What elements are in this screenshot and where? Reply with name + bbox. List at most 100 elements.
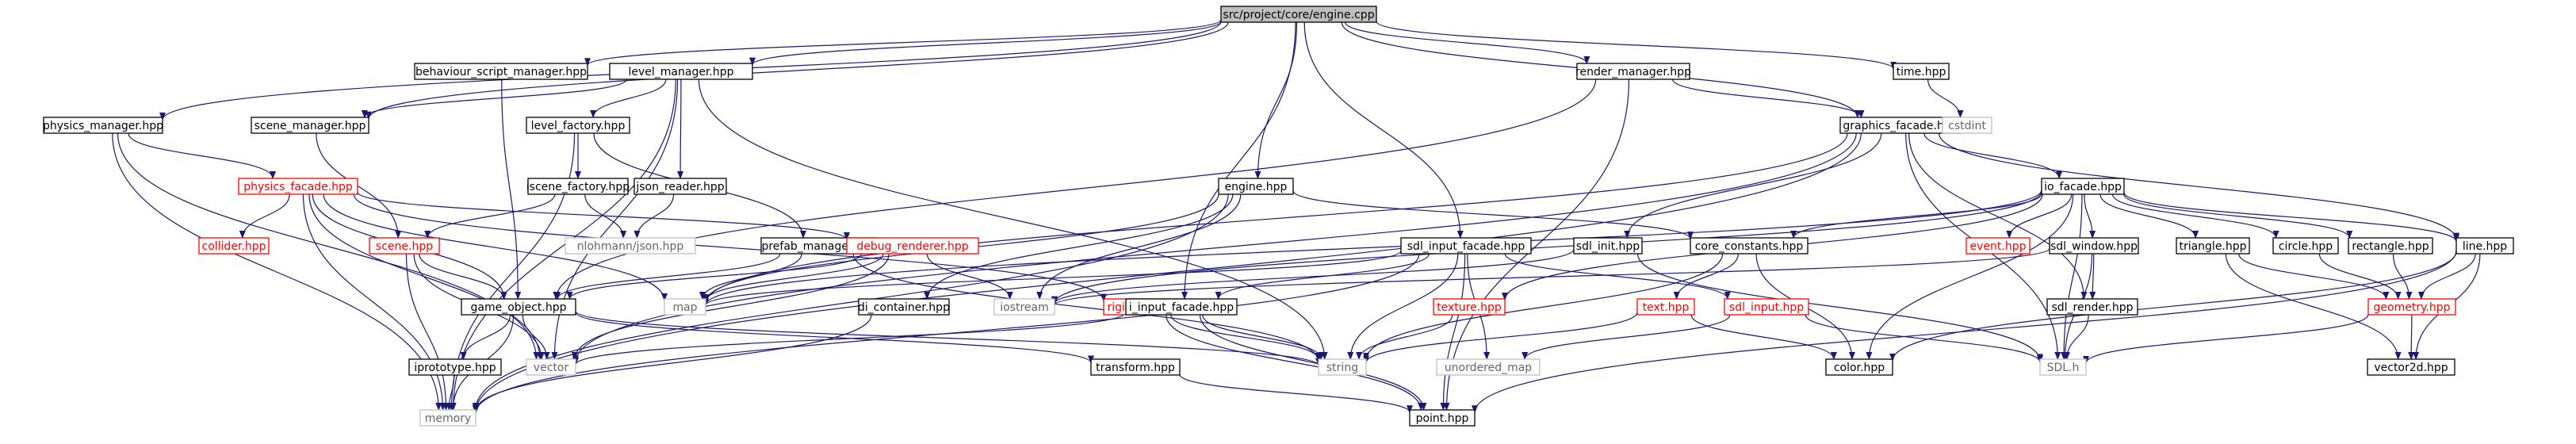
node-physics-facade[interactable]: physics_facade.hpp xyxy=(238,178,358,195)
edge-physics_manager-to-physics_facade xyxy=(128,132,276,179)
node-string: string xyxy=(1318,358,1367,376)
node-box xyxy=(198,237,270,255)
node-label: vector2d.hpp xyxy=(2374,362,2448,374)
edge-io_facade-to-event_hpp xyxy=(2006,193,2073,239)
edge-io_facade-to-sdl_window xyxy=(2084,193,2096,239)
node-level-factory[interactable]: level_factory.hpp xyxy=(526,117,630,134)
node-box xyxy=(414,63,588,80)
node-label: scene_manager.hpp xyxy=(255,120,366,132)
node-i-input-facade[interactable]: i_input_facade.hpp xyxy=(1125,298,1238,316)
node-label: render_manager.hpp xyxy=(1575,66,1691,78)
node-box xyxy=(238,178,358,195)
node-label: graphics_facade.hpp xyxy=(1843,120,1958,132)
node-physics-manager[interactable]: physics_manager.hpp xyxy=(43,117,163,134)
node-engine-hpp[interactable]: engine.hpp xyxy=(1218,178,1294,195)
node-sdl-input-facade[interactable]: sdl_input_facade.hpp xyxy=(1400,237,1532,255)
node-box xyxy=(846,237,979,255)
edge-sdl_window-to-iostream xyxy=(1051,247,2050,306)
node-label: sdl_init.hpp xyxy=(1576,240,1640,253)
node-iscene-factory[interactable]: iscene_factory.hpp xyxy=(526,178,630,195)
node-behaviour-script-manager[interactable]: behaviour_script_manager.hpp xyxy=(414,63,588,80)
node-label: debug_renderer.hpp xyxy=(856,240,968,253)
node-sdl-window[interactable]: sdl_window.hpp xyxy=(2049,237,2139,255)
edge-io_facade-to-map xyxy=(702,189,2042,306)
node-color[interactable]: color.hpp xyxy=(1825,358,1893,376)
edge-rectangle-to-geometry xyxy=(2392,253,2413,300)
node-line-hpp[interactable]: line.hpp xyxy=(2455,237,2514,255)
node-label: string xyxy=(1326,362,1358,374)
node-label: triangle.hpp xyxy=(2179,240,2246,253)
node-box xyxy=(1825,358,1893,376)
node-texture[interactable]: texture.hpp xyxy=(1433,298,1506,316)
node-debug-renderer[interactable]: debug_renderer.hpp xyxy=(846,237,979,255)
edge-graphics_facade-to-sdl_init xyxy=(1624,132,1882,239)
node-map: map xyxy=(664,298,706,316)
node-box xyxy=(2455,237,2514,255)
node-label: json_reader.hpp xyxy=(635,181,724,193)
node-iprototype[interactable]: iprototype.hpp xyxy=(408,358,502,376)
edge-engine_cpp-to-scene_manager xyxy=(366,21,1229,120)
node-json-reader[interactable]: json_reader.hpp xyxy=(633,178,727,195)
edge-io_facade-to-rectangle xyxy=(2123,193,2353,239)
node-time-hpp[interactable]: time.hpp xyxy=(1893,63,1950,80)
node-render-manager[interactable]: render_manager.hpp xyxy=(1575,63,1691,80)
edge-graphics_facade-to-line_hpp xyxy=(1938,132,2459,241)
node-box xyxy=(526,117,630,134)
node-point[interactable]: point.hpp xyxy=(1409,409,1476,427)
node-label: collider.hpp xyxy=(202,240,266,253)
node-box xyxy=(2046,298,2138,316)
node-event-hpp[interactable]: event.hpp xyxy=(1965,237,2031,255)
node-box xyxy=(609,63,753,80)
node-label: unordered_map xyxy=(1445,362,1532,374)
edge-rigidbody-to-string xyxy=(1170,314,1322,361)
node-box xyxy=(1576,63,1690,80)
node-text-hpp[interactable]: text.hpp xyxy=(1636,298,1695,316)
node-sdl-init[interactable]: sdl_init.hpp xyxy=(1573,237,1643,255)
edge-sdl_input_facade-to-map xyxy=(702,250,1402,306)
node-di-container[interactable]: di_container.hpp xyxy=(858,298,950,316)
node-box xyxy=(1690,237,1809,255)
edge-sdl_render-to-sdl_h xyxy=(2063,314,2089,360)
edge-i_input_facade-to-vector xyxy=(572,312,1127,366)
edge-render_manager-to-graphics_facade xyxy=(1671,78,1865,118)
node-vector2d[interactable]: vector2d.hpp xyxy=(2367,358,2455,376)
edge-physics_manager-to-memory xyxy=(112,132,442,411)
node-graphics-facade[interactable]: graphics_facade.hpp xyxy=(1839,117,1962,134)
node-collider[interactable]: collider.hpp xyxy=(198,237,270,255)
node-label: io_facade.hpp xyxy=(2044,181,2122,193)
edge-engine_cpp-to-engine_hpp xyxy=(1254,21,1298,179)
node-level-manager[interactable]: level_manager.hpp xyxy=(609,63,753,80)
node-cstdint: cstdint xyxy=(1942,117,1992,134)
node-scene-manager[interactable]: scene_manager.hpp xyxy=(251,117,369,134)
node-label: memory xyxy=(425,412,472,425)
node-geometry[interactable]: geometry.hpp xyxy=(2367,298,2456,316)
node-sdl-render[interactable]: sdl_render.hpp xyxy=(2046,298,2138,316)
node-circle[interactable]: circle.hpp xyxy=(2272,237,2339,255)
node-rectangle[interactable]: rectangle.hpp xyxy=(2348,237,2433,255)
edge-line_hpp-to-color xyxy=(1889,251,2457,362)
node-transform[interactable]: transform.hpp xyxy=(1090,358,1181,376)
node-box xyxy=(1942,117,1992,134)
edge-debug_renderer-to-vector xyxy=(571,253,890,360)
node-triangle[interactable]: triangle.hpp xyxy=(2176,237,2250,255)
node-box xyxy=(993,298,1055,316)
node-sdl-input[interactable]: sdl_input.hpp xyxy=(1724,298,1809,316)
edge-graphics_facade-to-io_facade xyxy=(1923,132,2063,179)
node-label: point.hpp xyxy=(1416,412,1469,425)
node-label: i_input_facade.hpp xyxy=(1129,301,1234,314)
node-game-object[interactable]: game_object.hpp xyxy=(461,298,576,316)
edge-texture-to-string xyxy=(1356,314,1453,360)
node-scene-hpp[interactable]: scene.hpp xyxy=(369,237,440,255)
edge-sdl_input-to-sdl_h xyxy=(1805,314,2043,364)
node-box xyxy=(1433,298,1506,316)
edge-physics_facade-to-rigidbody xyxy=(353,193,1107,302)
edge-debug_renderer-to-game_object xyxy=(566,253,863,300)
node-label: color.hpp xyxy=(1834,362,1885,374)
node-io-facade[interactable]: io_facade.hpp xyxy=(2041,178,2125,195)
node-engine-cpp[interactable]: src/project/core/engine.cpp xyxy=(1220,6,1377,23)
edge-iscene_factory-to-nlohmann xyxy=(584,193,627,239)
node-box xyxy=(461,298,576,316)
node-core-constants[interactable]: core_constants.hpp xyxy=(1690,237,1809,255)
edge-line_hpp-to-geometry xyxy=(2417,253,2476,300)
